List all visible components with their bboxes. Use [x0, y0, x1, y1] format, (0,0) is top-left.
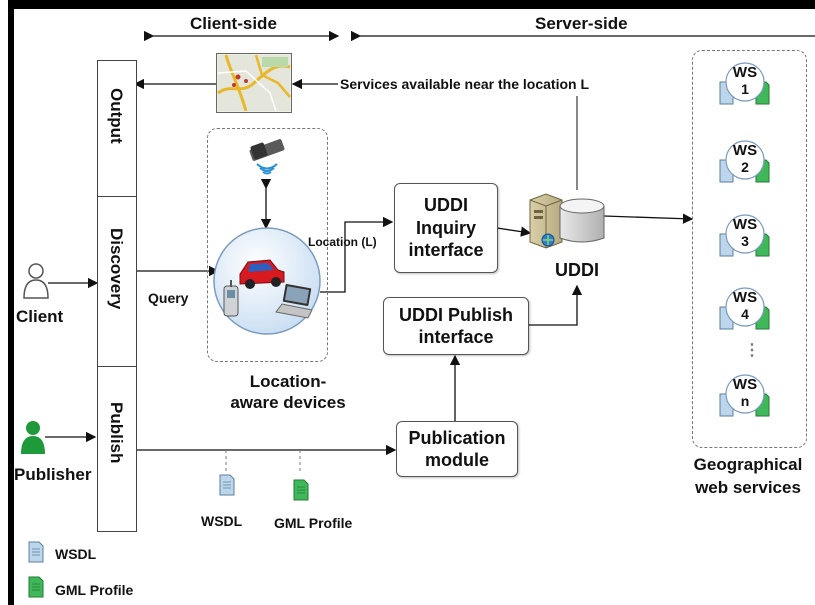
web-service-icon	[719, 287, 770, 330]
output-label: Output	[107, 88, 126, 144]
web-service-number: 3	[741, 233, 749, 249]
web-services-caption: Geographical web services	[683, 454, 813, 500]
frame-left-border	[8, 0, 14, 605]
phone-icon	[223, 280, 239, 317]
uddi-to-ws-arrow	[603, 213, 694, 224]
web-services-group	[692, 50, 807, 448]
legend-wsdl-icon	[28, 541, 44, 563]
uddi-inquiry-line-3: interface	[408, 240, 484, 261]
web-service-label: WS	[732, 376, 758, 393]
server-side-label: Server-side	[535, 14, 628, 33]
frame-top-border	[8, 0, 815, 9]
web-service-number: 4	[741, 306, 749, 322]
devices-caption-line-2: aware devices	[230, 393, 346, 413]
devices-circle	[213, 227, 321, 335]
publication-module-line-1: Publication	[408, 427, 506, 448]
publish-to-uddi-arrow	[528, 284, 583, 326]
uddi-publish-interface: UDDI Publish interface	[383, 297, 529, 355]
web-service-number: n	[740, 393, 750, 409]
publication-module-line-2: module	[424, 450, 489, 470]
devices-caption: Location- aware devices	[228, 371, 348, 414]
uddi-publish-line-2: interface	[418, 327, 494, 347]
discovery-layer	[97, 196, 137, 368]
legend-gml-label: GML Profile	[55, 582, 134, 598]
web-service-label: WS	[732, 142, 758, 159]
web-service-label: WS	[732, 216, 758, 233]
discovery-label: Discovery	[107, 228, 126, 310]
location-label: Location (L)	[308, 235, 377, 249]
client-icon	[23, 263, 49, 299]
ws-ellipsis: ⋮	[744, 342, 760, 359]
inquiry-to-uddi-arrow	[496, 226, 532, 237]
query-label: Query	[148, 290, 189, 306]
web-service-icon	[719, 374, 770, 417]
services-near-label: Services available near the location L	[340, 76, 589, 92]
car-icon	[239, 259, 285, 289]
wsdl-document-icon	[219, 474, 235, 496]
web-service-label: WS	[732, 64, 758, 81]
uddi-inquiry-interface: UDDI Inquiry interface	[394, 183, 498, 273]
devices-group	[207, 128, 328, 362]
output-layer	[97, 60, 137, 198]
wsdl-artifact-label: WSDL	[201, 513, 243, 529]
publisher-label: Publisher	[14, 465, 92, 484]
client-label: Client	[16, 307, 64, 326]
location-arrow	[320, 216, 394, 293]
laptop-icon	[275, 284, 313, 319]
web-services-caption-line-1: Geographical	[693, 455, 803, 474]
publish-label: Publish	[107, 402, 126, 464]
gps-camera-icon	[249, 139, 285, 175]
web-service-icon	[719, 214, 770, 257]
uddi-inquiry-line-1: UDDI	[424, 195, 468, 216]
client-side-label: Client-side	[190, 14, 277, 33]
gml-profile-document-icon	[293, 479, 309, 501]
map-image	[216, 53, 292, 113]
devices-caption-line-1: Location-	[249, 372, 327, 391]
uddi-server-icon	[529, 193, 605, 249]
legend-wsdl-label: WSDL	[55, 546, 97, 562]
legend-gml-icon	[28, 576, 44, 598]
publication-module: Publication module	[396, 421, 518, 477]
web-service-icon	[719, 140, 770, 183]
web-service-label: WS	[732, 289, 758, 306]
publisher-icon	[21, 421, 45, 454]
gml-artifact-label: GML Profile	[274, 515, 353, 531]
publish-layer	[97, 366, 137, 532]
uddi-publish-line-1: UDDI Publish	[398, 304, 513, 325]
web-service-number: 2	[741, 159, 749, 175]
uddi-label: UDDI	[555, 260, 599, 280]
uddi-inquiry-line-2: Inquiry	[415, 217, 476, 238]
web-service-icon	[719, 62, 770, 105]
web-services-caption-line-2: web services	[695, 477, 801, 497]
web-service-number: 1	[741, 81, 749, 97]
